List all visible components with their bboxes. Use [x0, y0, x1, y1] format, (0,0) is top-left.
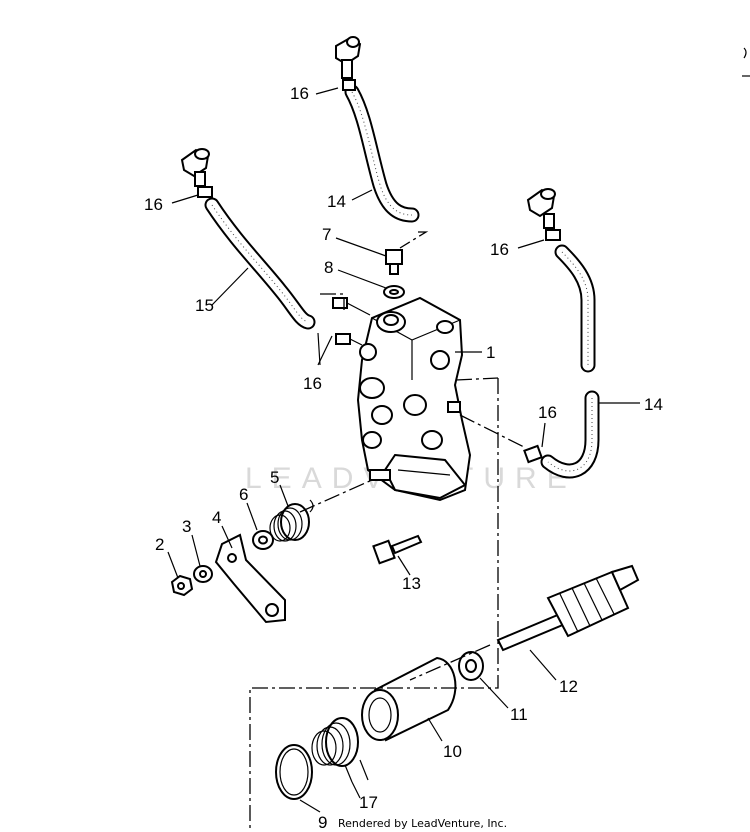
callout-2: 2: [155, 535, 164, 554]
oil-pump-body: [356, 296, 472, 502]
sleeve-10: [361, 656, 457, 742]
callout-14-right: 14: [644, 395, 663, 414]
pump-inlet-fittings: [332, 297, 371, 346]
callout-16-pump: 16: [303, 374, 322, 393]
ring-9: [275, 744, 313, 800]
callout-labels: 1 2 3 4 5 6 7 8 9 10 11 12 13 14 14 15 1…: [144, 84, 663, 832]
spring-5: [269, 499, 314, 542]
callout-12: 12: [559, 677, 578, 696]
callout-17: 17: [359, 793, 378, 812]
fitting-right: [526, 188, 561, 241]
callout-4: 4: [212, 508, 221, 527]
callout-16-right: 16: [490, 240, 509, 259]
washer-8: [383, 285, 405, 299]
fitting-left: [180, 148, 213, 198]
bolt-13: [372, 534, 423, 565]
washer-11: [458, 651, 484, 681]
callout-16-lower-right: 16: [538, 403, 557, 422]
washer-6: [252, 530, 274, 550]
credit-text: Rendered by LeadVenture, Inc.: [338, 817, 507, 830]
hose-top-center: [335, 36, 420, 223]
callout-3: 3: [182, 517, 191, 536]
callout-16-top: 16: [290, 84, 309, 103]
callout-14-top: 14: [327, 192, 346, 211]
leader-lines: [167, 87, 640, 813]
callout-5: 5: [270, 468, 279, 487]
edge-marks: [742, 47, 750, 77]
bolt-7: [385, 249, 403, 275]
hose-right-lower: [523, 390, 600, 479]
callout-16-left: 16: [144, 195, 163, 214]
hose-right-upper: [526, 188, 596, 373]
callout-9: 9: [318, 813, 327, 832]
callout-10: 10: [443, 742, 462, 761]
callout-1: 1: [486, 343, 495, 362]
callout-11: 11: [510, 705, 528, 724]
assembly-lines: [249, 231, 527, 830]
callout-6: 6: [239, 485, 248, 504]
fitting-top-center: [335, 36, 362, 91]
hose-left: [180, 148, 316, 330]
callout-8: 8: [324, 258, 333, 277]
gear-shaft-12: [496, 564, 640, 652]
washer-3: [193, 565, 213, 583]
nut-2: [170, 574, 194, 597]
lever-4: [214, 533, 286, 624]
callout-13: 13: [402, 574, 421, 593]
spring-17: [311, 717, 369, 783]
callout-15: 15: [195, 296, 214, 315]
callout-7: 7: [322, 225, 331, 244]
